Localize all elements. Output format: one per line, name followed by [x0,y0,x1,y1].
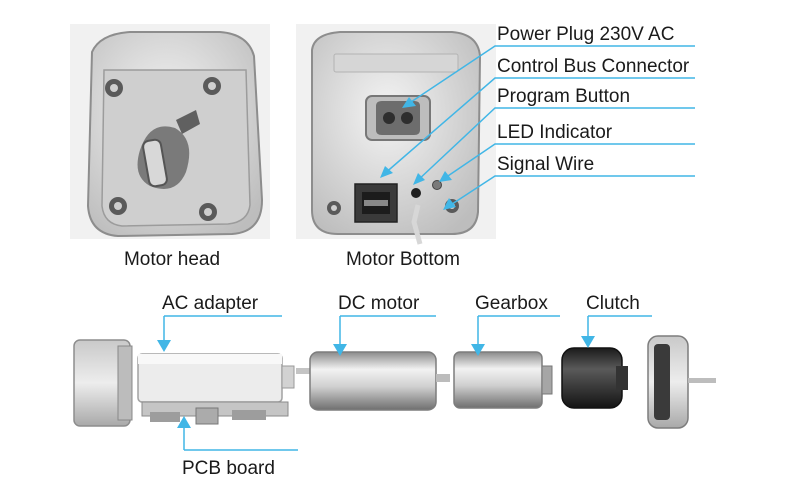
component-arrowheads [157,336,595,428]
clutch-part [561,347,628,409]
end-cap [73,339,133,427]
callout-arrowheads [380,97,456,210]
motor-head-caption: Motor head [124,249,220,270]
leader-dc-motor [339,315,436,346]
motor-bottom-photo [296,24,496,245]
dc-motor-part [296,351,450,411]
power-socket [365,95,431,141]
ac-adapter-part [137,353,295,425]
arrow-icon [402,97,416,108]
leader-pcb-board [183,426,298,451]
callout-program-button: Program Button [497,86,630,107]
arrow-icon [581,336,595,348]
arrow-icon [157,340,171,352]
screw-icon [105,77,221,221]
motor-head-photo [70,24,270,239]
arrow-icon [443,198,456,210]
callout-control-bus: Control Bus Connector [497,56,690,77]
arrow-icon [471,344,485,356]
arrow-icon [380,166,393,178]
leader-gearbox [477,315,560,346]
label-ac-adapter: AC adapter [162,293,259,314]
drive-end-plate [647,335,716,429]
label-clutch: Clutch [586,293,640,314]
arrow-icon [413,173,425,185]
label-dc-motor: DC motor [338,293,420,314]
program-button-icon [411,188,421,198]
arrow-icon [333,344,347,356]
leader-led-indicator [441,143,695,181]
callout-leaders [382,45,695,209]
arrow-icon [177,416,191,428]
component-leaders [163,315,652,451]
signal-wire [411,204,423,245]
callout-signal-wire: Signal Wire [497,154,594,175]
control-bus-jack [354,183,398,223]
arrow-icon [439,171,452,182]
leader-control-bus [382,77,695,176]
led-indicator-icon [432,180,442,190]
motor-bottom-caption: Motor Bottom [346,249,460,270]
leader-clutch [587,315,652,338]
leader-program-button [415,107,695,183]
leader-power-plug [404,45,695,107]
gearbox-part [453,351,553,409]
label-gearbox: Gearbox [475,293,548,314]
callout-power-plug: Power Plug 230V AC [497,24,674,45]
leader-ac-adapter [163,315,282,342]
callout-led-indicator: LED Indicator [497,122,613,143]
leader-signal-wire [445,175,695,209]
label-pcb-board: PCB board [182,458,275,479]
